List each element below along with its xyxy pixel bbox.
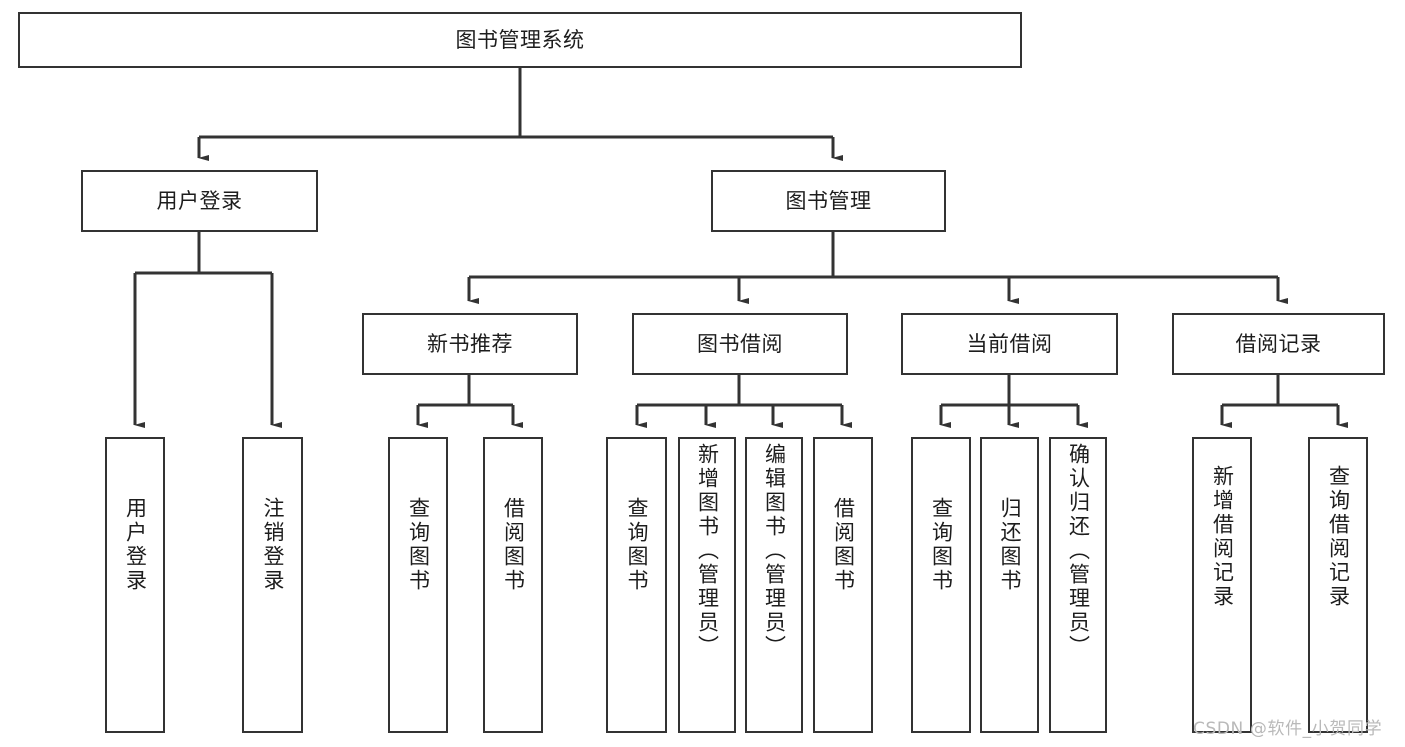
node-leaf-borrow-book-1[interactable]: 借阅图书 (483, 437, 543, 733)
csdn-watermark: CSDN @软件_小贺同学 (1193, 719, 1383, 739)
node-book-borrow-label: 图书借阅 (697, 331, 783, 356)
node-leaf-confirm-return-label: 确认归还（管理员） (1066, 443, 1091, 659)
node-root-label: 图书管理系统 (455, 27, 585, 52)
node-leaf-query-book-3-label: 查询图书 (929, 497, 954, 593)
node-leaf-add-record[interactable]: 新增借阅记录 (1192, 437, 1252, 733)
node-leaf-logout-login-label: 注销登录 (261, 497, 285, 593)
node-leaf-query-book-1-label: 查询图书 (406, 497, 431, 593)
node-leaf-edit-book[interactable]: 编辑图书（管理员） (745, 437, 803, 733)
node-new-book-rec[interactable]: 新书推荐 (362, 313, 578, 375)
node-leaf-query-book-2[interactable]: 查询图书 (606, 437, 667, 733)
node-leaf-borrow-book-2[interactable]: 借阅图书 (813, 437, 873, 733)
node-new-book-rec-label: 新书推荐 (427, 331, 513, 356)
node-user-login[interactable]: 用户登录 (81, 170, 318, 232)
node-leaf-query-record-label: 查询借阅记录 (1326, 465, 1351, 609)
node-leaf-add-record-label: 新增借阅记录 (1210, 465, 1235, 609)
node-leaf-query-book-1[interactable]: 查询图书 (388, 437, 448, 733)
node-leaf-query-record[interactable]: 查询借阅记录 (1308, 437, 1368, 733)
node-leaf-return-book-label: 归还图书 (998, 497, 1022, 593)
node-leaf-query-book-3[interactable]: 查询图书 (911, 437, 971, 733)
node-leaf-confirm-return[interactable]: 确认归还（管理员） (1049, 437, 1107, 733)
node-current-borrow[interactable]: 当前借阅 (901, 313, 1118, 375)
node-user-login-label: 用户登录 (156, 188, 243, 213)
node-leaf-user-login-label: 用户登录 (123, 497, 148, 593)
node-leaf-logout-login[interactable]: 注销登录 (242, 437, 303, 733)
node-leaf-borrow-book-1-label: 借阅图书 (501, 497, 526, 593)
node-book-manage-label: 图书管理 (785, 188, 872, 213)
node-book-manage[interactable]: 图书管理 (711, 170, 946, 232)
node-leaf-add-book-label: 新增图书（管理员） (695, 443, 720, 659)
node-book-borrow[interactable]: 图书借阅 (632, 313, 848, 375)
node-borrow-record[interactable]: 借阅记录 (1172, 313, 1385, 375)
node-leaf-borrow-book-2-label: 借阅图书 (831, 497, 856, 593)
node-leaf-edit-book-label: 编辑图书（管理员） (762, 443, 787, 659)
node-leaf-user-login[interactable]: 用户登录 (105, 437, 165, 733)
node-current-borrow-label: 当前借阅 (966, 331, 1053, 356)
node-leaf-add-book[interactable]: 新增图书（管理员） (678, 437, 736, 733)
node-borrow-record-label: 借阅记录 (1235, 331, 1322, 356)
node-leaf-return-book[interactable]: 归还图书 (980, 437, 1039, 733)
node-leaf-query-book-2-label: 查询图书 (625, 497, 649, 593)
node-root[interactable]: 图书管理系统 (18, 12, 1022, 68)
